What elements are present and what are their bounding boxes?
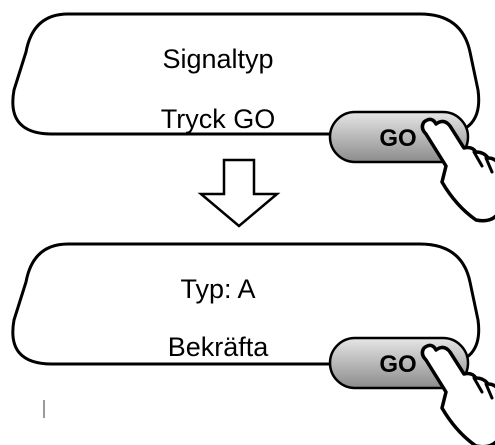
display-line-2: Bekräfta <box>168 332 270 362</box>
down-arrow-icon <box>197 158 281 228</box>
go-button-label: GO <box>379 351 416 378</box>
display-panel-1: Signaltyp Tryck GO GO <box>11 12 495 223</box>
pointing-hand-icon <box>420 343 495 445</box>
go-button-label: GO <box>379 125 416 152</box>
pointing-hand-icon <box>420 117 495 223</box>
display-line-2: Tryck GO <box>161 104 276 134</box>
display-panel-2: Typ: A Bekräfta GO <box>11 242 495 445</box>
display-line-1: Signaltyp <box>162 44 273 74</box>
display-line-1: Typ: A <box>180 274 255 304</box>
